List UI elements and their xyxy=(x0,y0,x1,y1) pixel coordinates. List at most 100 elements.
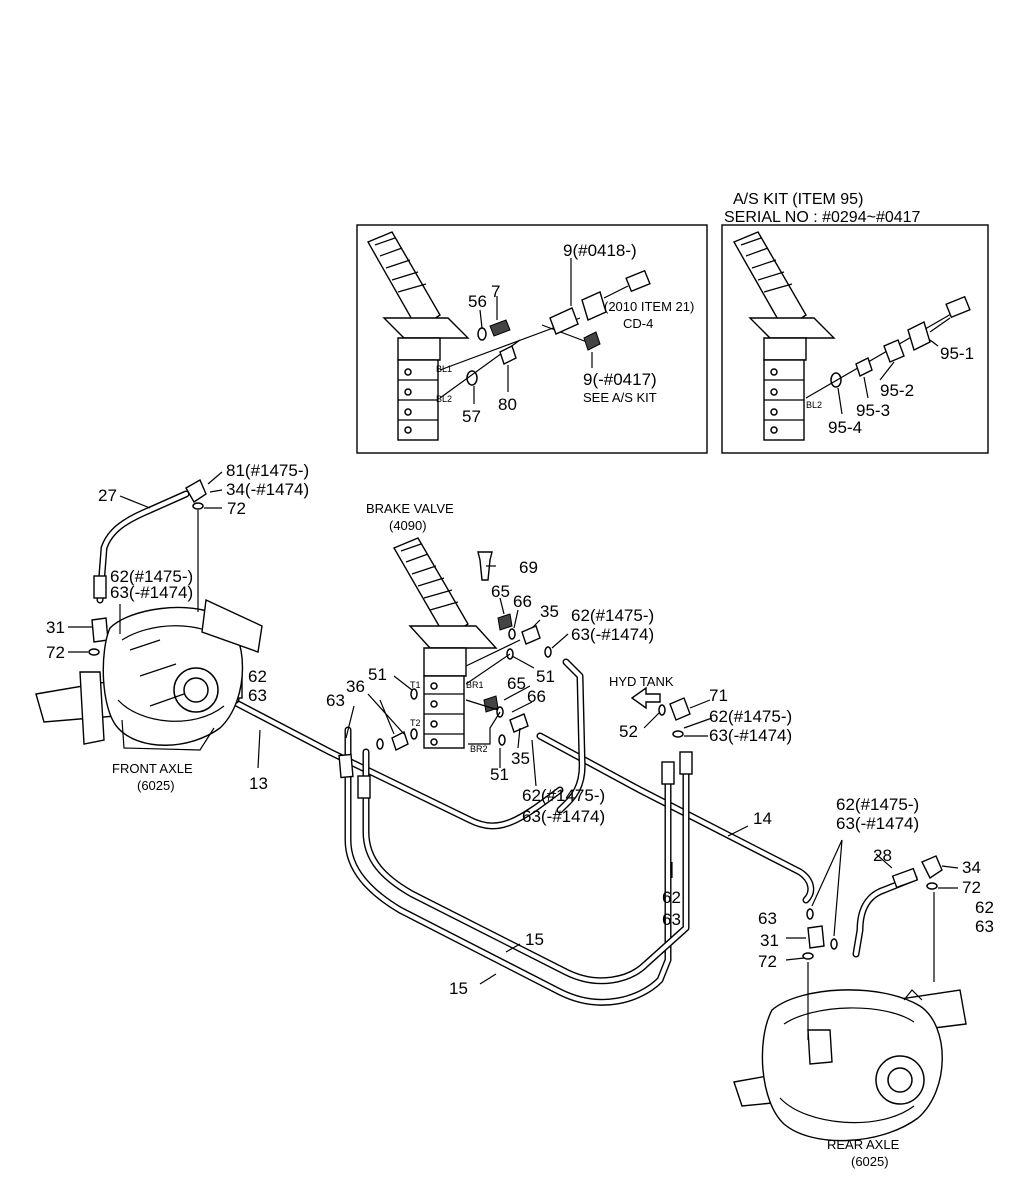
callout-63-rear-right: 63 xyxy=(975,917,994,936)
callout-62-pipe15: 62 xyxy=(662,888,681,907)
callout-72-rear-left: 72 xyxy=(758,952,777,971)
inset-right-brake-valve-drawing xyxy=(733,231,836,441)
adapter-95-3 xyxy=(855,357,873,377)
callout-81: 81(#1475-) xyxy=(226,461,309,480)
connector-95-1 xyxy=(945,295,971,319)
callout-69: 69 xyxy=(519,558,538,577)
fitting-36 xyxy=(391,731,409,751)
callout-31-front: 31 xyxy=(46,618,65,637)
inset-left-label-9-old: 9(-#0417) xyxy=(583,370,657,389)
callout-36: 36 xyxy=(346,677,365,696)
callout-63-rear: 63(-#1474) xyxy=(836,814,919,833)
elbow-81-34-front xyxy=(185,479,207,503)
port-br1: BR1 xyxy=(466,680,484,690)
rear-axle-label: REAR AXLE xyxy=(827,1137,900,1152)
inset-right-label-95-1: 95-1 xyxy=(940,344,974,363)
callout-52: 52 xyxy=(619,722,638,741)
inset-left-label-57: 57 xyxy=(462,407,481,426)
rear-axle-code: (6025) xyxy=(851,1154,889,1169)
inset-right-as-kit: BL2 95-1 95-2 95-3 95-4 xyxy=(721,224,989,454)
front-axle-assembly xyxy=(35,598,263,751)
pressure-switch-9 xyxy=(549,307,579,335)
callout-62-br2: 62(#1475-) xyxy=(522,786,605,805)
rear-axle-assembly xyxy=(733,989,967,1142)
callout-72-front-top: 72 xyxy=(227,499,246,518)
callout-62-rear: 62(#1475-) xyxy=(836,795,919,814)
callout-71: 71 xyxy=(709,686,728,705)
brake-valve-code: (4090) xyxy=(389,518,427,533)
inset-left-label-7: 7 xyxy=(491,282,500,301)
callout-62-front: 62(#1475-) xyxy=(110,567,193,586)
hoses-and-pipes xyxy=(96,490,918,1006)
callout-63-front: 63(-#1474) xyxy=(110,583,193,602)
connector-cd4 xyxy=(625,269,651,293)
inset-left-label-9-new: 9(#0418-) xyxy=(563,241,637,260)
port-t1: T1 xyxy=(410,680,421,690)
switch-9-old xyxy=(583,331,601,351)
inset-right-label-95-2: 95-2 xyxy=(880,381,914,400)
adapter-65-upper xyxy=(497,613,513,631)
inset-right-frame xyxy=(721,224,989,454)
callout-14: 14 xyxy=(753,809,772,828)
callout-63-br2: 63(-#1474) xyxy=(522,807,605,826)
callout-66-lower: 66 xyxy=(527,687,546,706)
callout-35-upper: 35 xyxy=(540,602,559,621)
hyd-tank-label: HYD TANK xyxy=(609,674,674,689)
callout-15-lower: 15 xyxy=(449,979,468,998)
elbow-34-rear xyxy=(921,855,943,880)
callout-labels: 81(#1475-) 34(-#1474) 27 72 62(#1475-) 6… xyxy=(46,461,994,998)
inset-left-label-2010: (2010 ITEM 21) xyxy=(604,299,694,314)
callout-65-upper: 65 xyxy=(491,582,510,601)
callout-63-front-hose: 63 xyxy=(248,686,267,705)
callout-62-front-hose: 62 xyxy=(248,667,267,686)
inset-left-label-56: 56 xyxy=(468,292,487,311)
seal-95-4 xyxy=(830,372,842,388)
callout-63-rear-left: 63 xyxy=(758,909,777,928)
inset-left-port-bl2: BL2 xyxy=(436,394,452,404)
callout-62-valve: 62(#1475-) xyxy=(571,606,654,625)
harness-95-1 xyxy=(907,321,931,351)
callout-63-pipe15: 63 xyxy=(662,910,681,929)
bolt-69 xyxy=(477,551,493,581)
fitting-35-upper xyxy=(521,625,541,645)
callout-51-t1: 51 xyxy=(368,665,387,684)
inset-right-label-95-4: 95-4 xyxy=(828,418,862,437)
callout-66-upper: 66 xyxy=(513,592,532,611)
callout-62-tank: 62(#1475-) xyxy=(709,707,792,726)
callout-51-br1: 51 xyxy=(536,667,555,686)
inset-right-label-95-3: 95-3 xyxy=(856,401,890,420)
callout-51-br2: 51 xyxy=(490,765,509,784)
leader-lines xyxy=(68,471,959,1040)
seal-56 xyxy=(477,327,487,341)
hyd-tank-arrow xyxy=(630,686,661,710)
front-axle-code: (6025) xyxy=(137,778,175,793)
callout-35-lower: 35 xyxy=(511,749,530,768)
inset-left-brake-valve-drawing xyxy=(367,231,470,441)
callout-63-valve: 63(-#1474) xyxy=(571,625,654,644)
callout-65-lower: 65 xyxy=(507,674,526,693)
callout-28: 28 xyxy=(873,846,892,865)
inset-left-brake-valve-switch: BL1 BL2 9(#0418-) (2010 ITEM 21) CD-4 56… xyxy=(356,224,708,454)
tee-31-rear xyxy=(807,925,825,949)
seal-57 xyxy=(466,370,478,386)
port-t2: T2 xyxy=(410,718,421,728)
callout-62-rear-right: 62 xyxy=(975,898,994,917)
callout-63-t2: 63 xyxy=(326,691,345,710)
callout-15-upper: 15 xyxy=(525,930,544,949)
switch-7 xyxy=(489,319,511,337)
inset-left-frame xyxy=(356,224,708,454)
switch-95-2 xyxy=(883,339,905,363)
callout-34-rear: 34 xyxy=(962,858,981,877)
tee-31-front xyxy=(91,617,109,643)
callout-27: 27 xyxy=(98,486,117,505)
callout-13: 13 xyxy=(249,774,268,793)
adapter-80 xyxy=(499,345,517,365)
callout-63-tank: 63(-#1474) xyxy=(709,726,792,745)
inset-left-label-see-as-kit: SEE A/S KIT xyxy=(583,390,657,405)
callout-72-rear-right: 72 xyxy=(962,878,981,897)
brake-valve-assembly xyxy=(392,537,498,749)
inset-right-port-bl2: BL2 xyxy=(806,400,822,410)
callout-31-rear: 31 xyxy=(760,931,779,950)
fitting-35-lower xyxy=(509,713,529,733)
